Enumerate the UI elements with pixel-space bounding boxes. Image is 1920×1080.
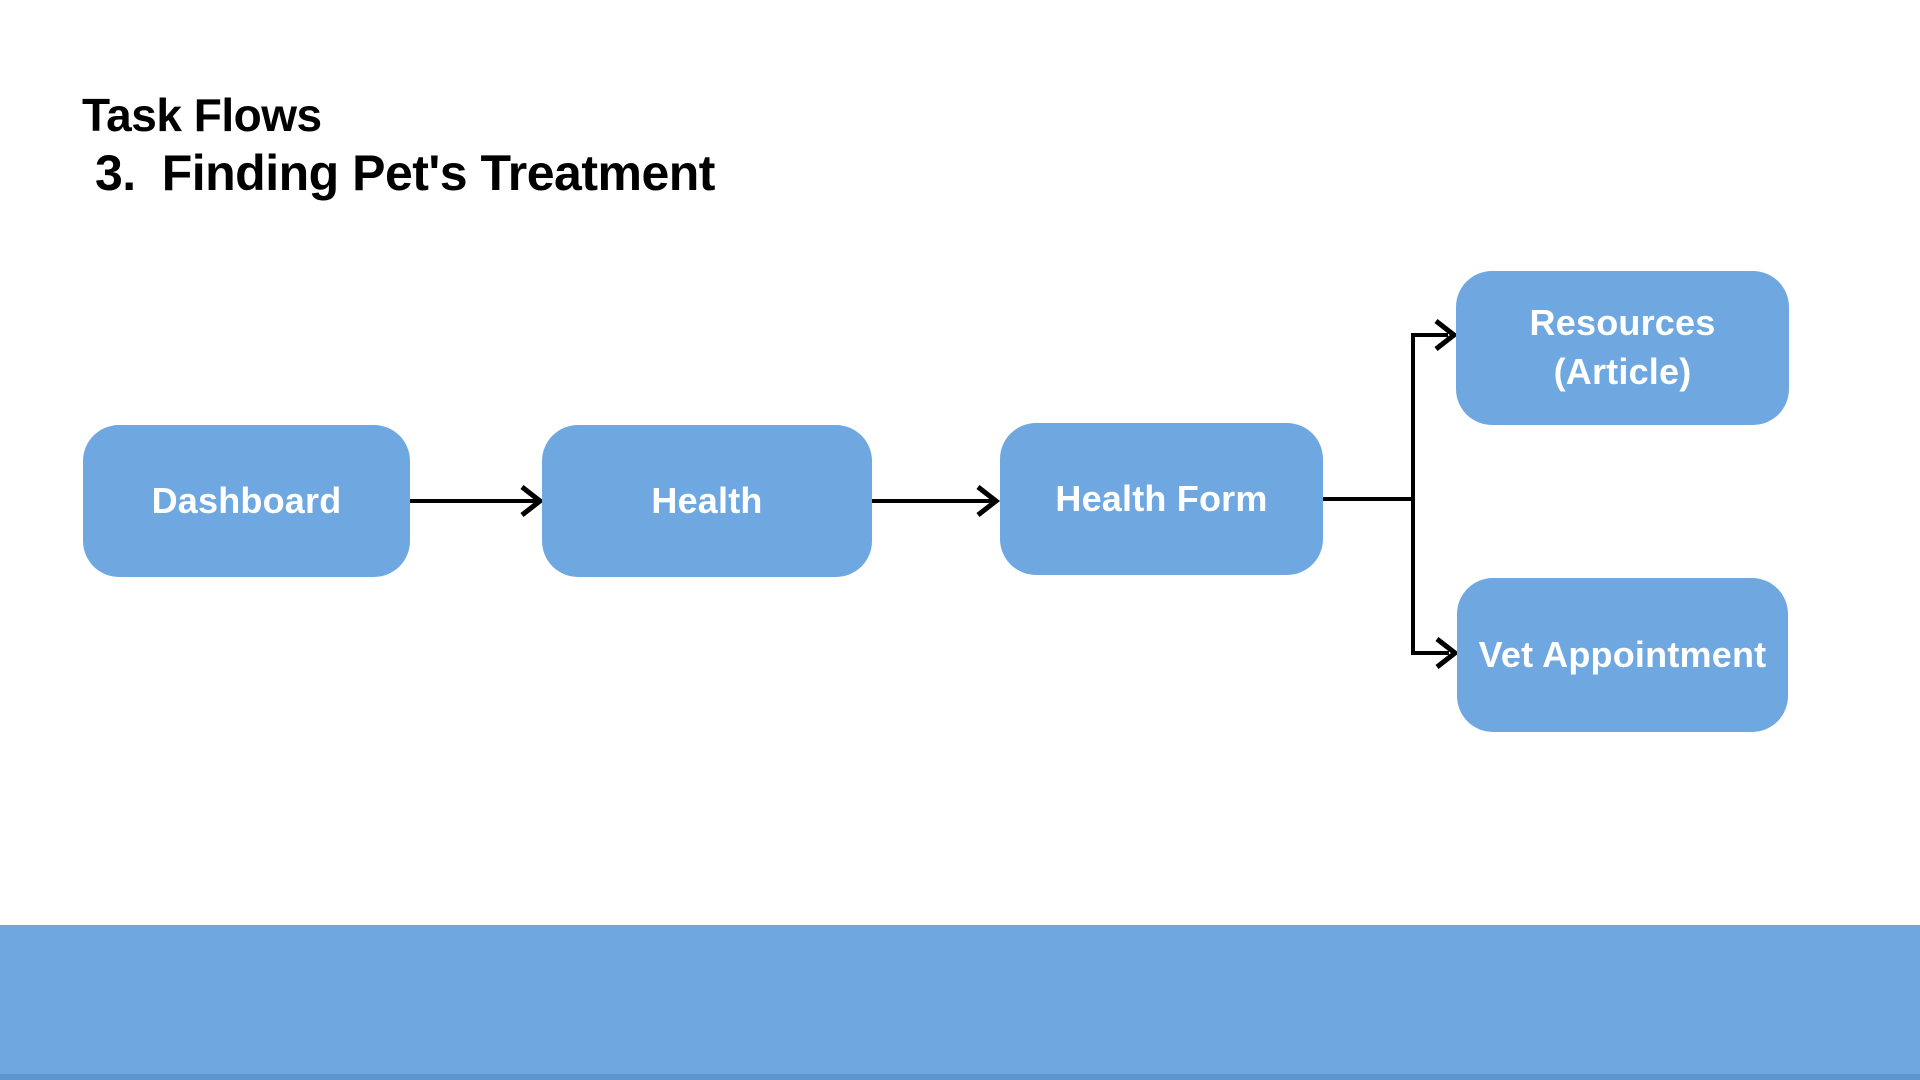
arrowhead-icon xyxy=(1434,319,1459,351)
arrowhead-icon xyxy=(1435,637,1460,669)
flow-node-vet-appointment: Vet Appointment xyxy=(1457,578,1788,732)
subtitle-number: 3. xyxy=(95,145,136,201)
page-title: Task Flows xyxy=(82,89,322,141)
edge-health-form-branch xyxy=(1323,319,1460,669)
subtitle-text: Finding Pet's Treatment xyxy=(161,145,716,201)
flow-node-dashboard: Dashboard xyxy=(83,425,410,577)
node-label: Health Form xyxy=(1055,477,1268,519)
node-label: Dashboard xyxy=(151,479,342,521)
node-label: Health xyxy=(651,479,763,521)
footer-bottom-edge xyxy=(0,1074,1920,1080)
footer-bar xyxy=(0,925,1920,1080)
arrowhead-icon xyxy=(976,485,1001,517)
node-label: Vet Appointment xyxy=(1478,633,1767,675)
flow-node-health: Health xyxy=(542,425,872,577)
flow-node-health-form: Health Form xyxy=(1000,423,1323,575)
edge-dashboard-to-health xyxy=(410,485,545,517)
flow-node-resources-article: Resources (Article) xyxy=(1456,271,1789,425)
edge-branch-spine xyxy=(1411,333,1449,655)
edge-health-to-health-form xyxy=(872,485,1001,517)
page-subtitle: 3. Finding Pet's Treatment xyxy=(95,145,715,203)
arrowhead-icon xyxy=(520,485,545,517)
node-label-line2: (Article) xyxy=(1553,351,1692,392)
node-label-line1: Resources xyxy=(1529,302,1716,344)
